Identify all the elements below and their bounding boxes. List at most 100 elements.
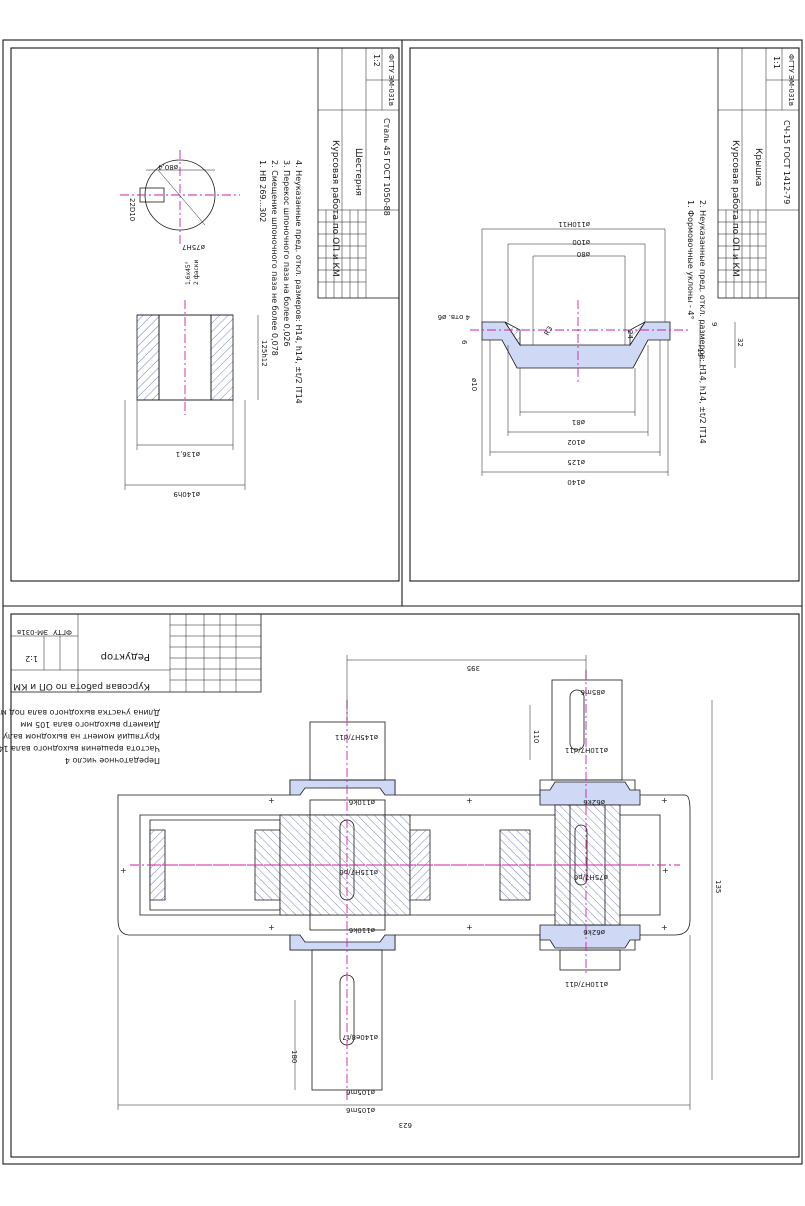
svg-text:1. Формовочные уклоны - 4°: 1. Формовочные уклоны - 4° [686,200,695,320]
svg-text:32: 32 [736,338,744,347]
svg-text:2 фаски: 2 фаски [193,260,200,285]
sheet-2-part-name: Крышка [753,148,763,186]
svg-text:ø62k6: ø62k6 [583,798,605,806]
svg-text:ø110H7/d11: ø110H7/d11 [565,746,608,754]
title-block-3: Курсовая работа по ОП и КМ Редуктор 1:2 … [10,613,262,693]
sheet-3-specs: Длина участка выходного вала под муфту 1… [0,708,160,765]
svg-text:ø100: ø100 [572,238,590,246]
svg-text:ø110H11: ø110H11 [558,220,590,228]
sheet-1-part-name: Шестерня [353,148,363,196]
svg-text:ø145H7/d11: ø145H7/d11 [335,733,378,741]
svg-text:2. Смещение шпоночного паза не: 2. Смещение шпоночного паза не более 0,0… [270,160,279,356]
svg-text:Крутящий момент на выходном ва: Крутящий момент на выходном валу 327 Нм [0,732,160,741]
svg-text:+: + [466,923,473,932]
svg-text:4. Неуказанные пред. откл. раз: 4. Неуказанные пред. откл. размеров: H14… [294,160,303,404]
svg-text:+: + [268,796,275,805]
svg-text:+: + [661,923,668,932]
svg-text:ø110k6: ø110k6 [348,798,375,806]
sheet-1-frame [10,47,400,582]
svg-text:ø125: ø125 [567,458,585,466]
svg-text:6: 6 [460,340,468,345]
svg-text:135: 135 [714,880,722,893]
svg-text:9: 9 [710,322,718,326]
svg-text:ø110H7/d11: ø110H7/d11 [565,980,608,988]
title-block-1: Курсовая работа по ОП и КМ Шестерня Стал… [317,47,400,299]
sheet-2-scale: 1:1 [772,56,781,69]
sheet-1-scale: 1:2 [372,54,381,67]
svg-text:4 отв. ø6: 4 отв. ø6 [437,313,470,321]
svg-text:ø140: ø140 [567,478,585,486]
svg-text:ø105m6: ø105m6 [346,1106,375,1114]
svg-text:ø140e8/f7: ø140e8/f7 [342,1033,378,1041]
sheet-2-material: СЧ-15 ГОСТ 1412-79 [782,120,791,204]
sheet-2-frame [409,47,800,582]
svg-text:ø75H7/p6: ø75H7/p6 [573,873,608,881]
svg-text:Частота вращения выходного вал: Частота вращения выходного вала 145 об/м… [0,744,160,753]
svg-text:22D10: 22D10 [128,198,136,221]
svg-text:+: + [120,866,127,875]
sheet-3-code-2: ФГТУ [52,628,72,636]
svg-text:+: + [268,923,275,932]
svg-text:Диаметр выходного вала 105 мм: Диаметр выходного вала 105 мм [20,720,160,729]
gear-section-view: ø136,1 ø140h9 125h12 1,6x45° 2 фаски [124,260,268,498]
sheet-2-cover: Курсовая работа по ОП и КМ Крышка СЧ-15 … [409,47,800,582]
gear-end-view: ø80,4 22D10 ø75H7 [120,150,240,251]
sheet-1-title: Курсовая работа по ОП и КМ [330,140,340,277]
cover-section-view: ø110H11 ø100 ø80 ø81 ø102 ø125 ø140 ø10 … [437,220,744,486]
sheet-1-gear: Курсовая работа по ОП и КМ Шестерня Стал… [10,47,400,582]
svg-text:3. Перекос шпоночного паза на: 3. Перекос шпоночного паза на более 0,02… [282,160,291,347]
svg-text:+: + [662,866,669,875]
svg-text:ø102: ø102 [567,438,585,446]
cover-right-bottom [539,924,641,949]
sheet-1-material: Сталь 45 ГОСТ 1050-88 [382,118,391,216]
svg-text:ø81: ø81 [572,418,585,426]
output-shaft-top [309,721,386,781]
sheet-3-frame [10,613,800,1158]
svg-text:+: + [661,796,668,805]
sheet-1-notes: 1. HB 269...302 2. Смещение шпоночного п… [258,160,303,404]
svg-text:ø80,4: ø80,4 [158,163,178,171]
input-shaft-top [551,679,623,781]
housing-bolts: + + + + + + + + [120,796,669,932]
svg-text:ø115H7/p6: ø115H7/p6 [339,868,378,876]
svg-text:2. Неуказанные пред. откл. раз: 2. Неуказанные пред. откл. размеров: H14… [698,200,707,444]
svg-text:ø80: ø80 [577,250,590,258]
svg-text:24: 24 [626,330,634,339]
housing-inner [139,814,661,916]
svg-text:180: 180 [290,1050,298,1063]
svg-text:623: 623 [399,1121,412,1129]
svg-text:ø75H7: ø75H7 [182,243,205,251]
sheet-3-title: Курсовая работа по ОП и КМ [13,681,150,691]
sheet-3-reducer: Курсовая работа по ОП и КМ Редуктор 1:2 … [0,613,800,1158]
sheet-2-title: Курсовая работа по ОП и КМ [730,140,740,277]
sheet-3-part-name: Редуктор [101,651,150,662]
sheet-3-scale: 1:2 [25,654,38,663]
sheet-1-code: ФГТУ ЭМ-031в [387,54,395,106]
svg-text:ø10: ø10 [470,378,478,391]
svg-text:ø110k6: ø110k6 [348,926,375,934]
title-block-2: Курсовая работа по ОП и КМ Крышка СЧ-15 … [717,47,800,299]
svg-text:Передаточное число 4: Передаточное число 4 [65,756,160,765]
svg-text:1,6x45°: 1,6x45° [185,261,192,285]
assembly-dims: ø105m6 ø105m6 ø110k6 ø110k6 ø115H7/p6 ø1… [290,664,722,1129]
sheet-2-notes: 1. Формовочные уклоны - 4° 2. Неуказанны… [686,200,707,444]
svg-text:125h12: 125h12 [260,340,268,367]
svg-text:ø105m6: ø105m6 [346,1088,375,1096]
sheet-3-code: ЭМ-031в [17,628,48,636]
svg-text:ø62k6: ø62k6 [583,928,605,936]
cover-left-bottom [289,934,396,951]
svg-text:ø85m6: ø85m6 [580,688,605,696]
svg-text:110: 110 [532,730,540,743]
svg-text:1. HB 269...302: 1. HB 269...302 [258,160,267,222]
housing-outline [117,779,691,951]
cover-left-top [289,779,396,796]
svg-text:R3: R3 [543,325,555,337]
svg-text:+: + [466,796,473,805]
svg-text:395: 395 [467,664,480,672]
svg-text:ø136,1: ø136,1 [176,450,200,458]
svg-text:Длина участка выходного вала п: Длина участка выходного вала под муфту 1… [0,708,160,717]
reducer-assembly: + + + + + + + + ø105m6 ø105m6 ø110 [117,655,722,1129]
sheet-2-code: ФГТУ ЭМ-031в [787,54,795,106]
svg-text:ø140h9: ø140h9 [173,490,200,498]
